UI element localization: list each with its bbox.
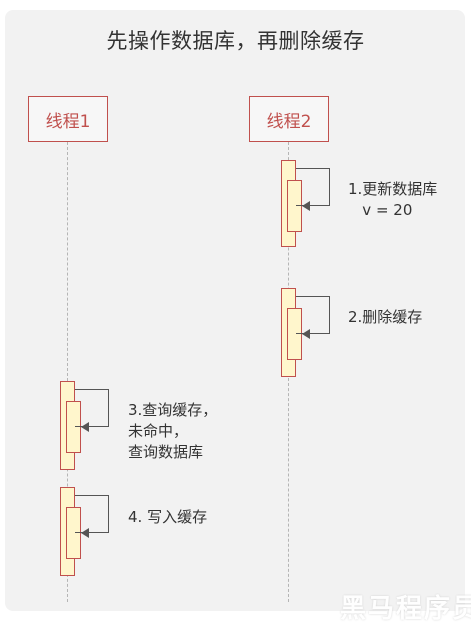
- self-call-arrow-step-4: [75, 495, 109, 533]
- self-call-arrow-step-3: [75, 389, 109, 427]
- lifeline-thread-1: [67, 142, 68, 602]
- step-1-label: 1.更新数据库 v = 20: [348, 180, 438, 219]
- step-3-label: 3.查询缓存， 未命中， 查询数据库: [128, 401, 218, 461]
- diagram-title: 先操作数据库，再删除缓存: [106, 29, 365, 53]
- self-call-arrow-step-1: [296, 168, 330, 206]
- self-call-arrow-step-2: [296, 296, 330, 334]
- arrowhead-step-2: [302, 329, 310, 339]
- arrowhead-step-1: [302, 201, 310, 211]
- arrowhead-step-4: [81, 528, 89, 538]
- watermark: 黑马程序员: [340, 594, 471, 624]
- step-4-label: 4. 写入缓存: [128, 508, 208, 526]
- activation-step-2-nested: [287, 308, 302, 360]
- activation-step-3-nested: [66, 401, 81, 453]
- activation-step-4-nested: [66, 507, 81, 559]
- step-2-label: 2.删除缓存: [348, 308, 423, 326]
- actor-thread-1: 线程1: [28, 96, 108, 142]
- activation-step-1-nested: [287, 180, 302, 232]
- actor-thread-2: 线程2: [249, 96, 329, 142]
- arrowhead-step-3: [81, 422, 89, 432]
